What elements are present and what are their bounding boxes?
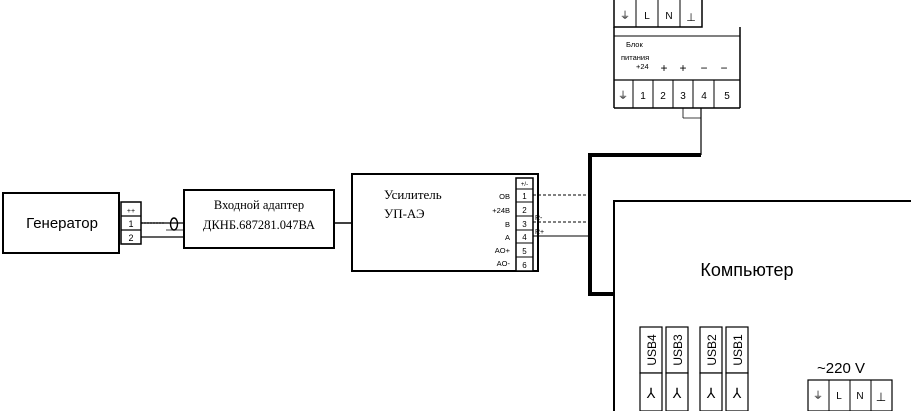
generator-terminal-2: 2 [128,233,133,243]
amplifier-terminal-6: 6 [522,261,527,270]
usb2-label: USB2 [705,334,719,366]
usb3-label: USB3 [671,334,685,366]
psu-label-line1: Блок [626,40,643,49]
generator-title: Генератор [26,215,98,232]
amplifier-pin-24v: +24В [492,206,510,215]
usb4-label: USB4 [645,334,659,366]
input-adapter-block: Входной адаптер ДКНБ.687281.047ВА [183,189,335,249]
power-supply-block: ⏚ L N ⊥ Блок питания +24 + + − − ⏚ 1 2 3… [613,0,741,155]
psu-sign-4: − [720,61,727,75]
amplifier-pin-ob: OB [499,192,510,201]
psu-label-24: +24 [636,62,649,71]
usb3-connector-icon: ⅄ [672,385,682,401]
psu-top-ground-icon: ⏚ [620,10,630,22]
psu-bottom-terminal-1: 1 [640,91,646,102]
computer-power-earth-icon: ⊥ [876,390,886,404]
amplifier-line2: УП-АЭ [384,206,425,221]
wire-label-r-minus: R- [535,215,543,222]
amplifier-output-wires [533,194,590,237]
usb1-label: USB1 [731,334,745,366]
generator-adapter-wires [141,217,184,238]
amplifier-terminal-1: 1 [522,192,527,201]
wire-label-r-plus: R+ [535,229,544,236]
computer-block: Компьютер USB4 USB3 USB2 USB1 ⅄ ⅄ ⅄ ⅄ ~2… [613,200,911,411]
psu-sign-3: − [700,61,707,75]
amplifier-pin-ao-plus: AO+ [495,246,511,255]
psu-top-terminal-n: N [665,11,672,22]
amplifier-pin-a: A [505,233,510,242]
amplifier-terminal-4: 4 [522,233,527,242]
usb2-connector-icon: ⅄ [706,385,716,401]
usb1-connector-icon: ⅄ [732,385,742,401]
generator-block: Генератор ++ 1 2 [2,192,142,254]
psu-bottom-terminal-4: 4 [701,91,707,102]
amplifier-terminal-2: 2 [522,206,527,215]
amplifier-line1: Усилитель [384,187,442,202]
computer-power-terminal-n: N [856,391,863,402]
generator-terminal-0: ++ [127,208,135,215]
usb4-connector-icon: ⅄ [646,385,656,401]
psu-sign-2: + [679,61,686,75]
computer-power-ground-icon: ⏚ [813,390,823,402]
adapter-line1: Входной адаптер [214,198,304,212]
psu-top-terminal-l: L [644,11,650,22]
computer-power-terminal-l: L [836,391,842,402]
adapter-line2: ДКНБ.687281.047ВА [203,218,315,232]
psu-sign-1: + [660,61,667,75]
psu-bottom-terminal-3: 3 [680,91,686,102]
amplifier-terminal-5: 5 [522,247,527,256]
psu-bottom-ground-icon: ⏚ [618,90,628,102]
amplifier-pin-b: B [505,220,510,229]
amplifier-block: Усилитель УП-АЭ OB +24В B A AO+ AO- +/- … [351,173,539,272]
computer-title: Компьютер [700,260,793,280]
amplifier-terminal-0: +/- [521,182,528,188]
amplifier-terminal-3: 3 [522,220,527,229]
psu-top-earth-icon: ⊥ [686,12,696,24]
psu-label-line2: питания [621,53,649,62]
psu-bottom-terminal-2: 2 [660,91,666,102]
generator-terminal-1: 1 [128,219,133,229]
computer-power-label: ~220 V [817,360,865,377]
bus-cable [588,153,701,296]
psu-bottom-terminal-5: 5 [724,91,730,102]
amplifier-pin-ao-minus: AO- [497,259,511,268]
